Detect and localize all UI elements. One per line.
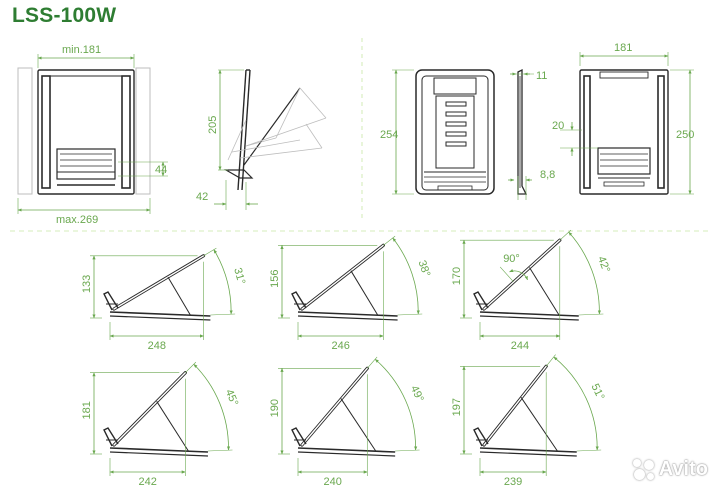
angle-view-5: 190 240 49° [269,356,426,488]
length-label: 248 [148,340,166,352]
back-height-label: 250 [676,129,694,141]
brace [156,401,189,452]
angle-label: 42° [595,255,612,275]
avito-watermark: Avito [632,458,708,481]
height-label: 156 [269,270,281,288]
length-label: 242 [138,476,156,488]
height-label: 190 [269,399,281,417]
angle-arc [374,358,418,451]
angle-label: 31° [231,267,247,286]
lip-hook [291,291,307,311]
base-plate [479,311,579,317]
brace [529,267,560,316]
front-min-label: min.181 [62,44,101,56]
brace [340,398,377,452]
right-angle-label: 90° [503,253,520,265]
frame-thickness-label: 11 [536,70,547,82]
avito-text: Avito [658,458,708,480]
lip-hook [291,427,307,447]
angle-label: 38° [416,259,433,279]
back-width-label: 181 [614,42,632,54]
angle-arc [213,249,233,315]
angle-label: 49° [408,384,426,404]
height-label: 181 [81,401,93,419]
back-offset-label: 20 [552,120,564,132]
front-plate-label: 44 [155,164,167,176]
side-view: 205 42 [196,69,327,210]
base-plate [479,447,577,453]
angle-arc [193,363,231,451]
side-height-label: 205 [207,116,219,134]
angle-view-4: 181 242 45° [81,361,240,488]
lip-hook [103,291,119,311]
frame-foot-label: 8,8 [540,169,555,181]
base-plate [109,311,211,317]
height-label: 133 [81,275,93,293]
brace [520,397,558,452]
angle-view-3: 170 244 42° 90° [451,229,612,352]
length-label: 244 [511,340,529,352]
back-view: 181 250 20 [552,42,694,195]
right-angle-arc [509,269,528,281]
brace [350,270,379,316]
lip-hook [473,291,489,311]
angle-arc [568,231,602,315]
front-view: min.181 max.269 44 [17,44,168,226]
angle-label: 51° [588,382,606,402]
lip-hook [103,427,119,447]
base-plate [109,447,208,453]
avito-dots-icon [632,458,655,481]
angle-view-1: 133 248 31° [81,247,247,352]
product-title: LSS-100W [12,4,117,27]
height-label: 170 [451,267,463,285]
length-label: 246 [331,340,349,352]
angle-view-2: 156 246 38° [269,235,433,352]
lip-hook [473,427,489,447]
frame-side-view: 11 8,8 [508,68,555,200]
angle-arc [392,237,420,315]
length-label: 240 [323,476,341,488]
angle-view-6: 197 239 51° [451,354,606,488]
base-plate [297,447,396,453]
angle-label: 45° [223,388,240,408]
frame-view: 254 [380,69,495,195]
angle-views: 13324831°15624638°17024442°90°18124245°1… [81,229,612,488]
length-label: 239 [504,476,522,488]
angle-arc [553,356,599,451]
frame-height-label: 254 [380,129,398,141]
base-plate [297,311,398,317]
front-max-label: max.269 [56,214,98,226]
side-depth-label: 42 [196,191,208,203]
height-label: 197 [451,398,463,416]
brace [167,276,191,316]
